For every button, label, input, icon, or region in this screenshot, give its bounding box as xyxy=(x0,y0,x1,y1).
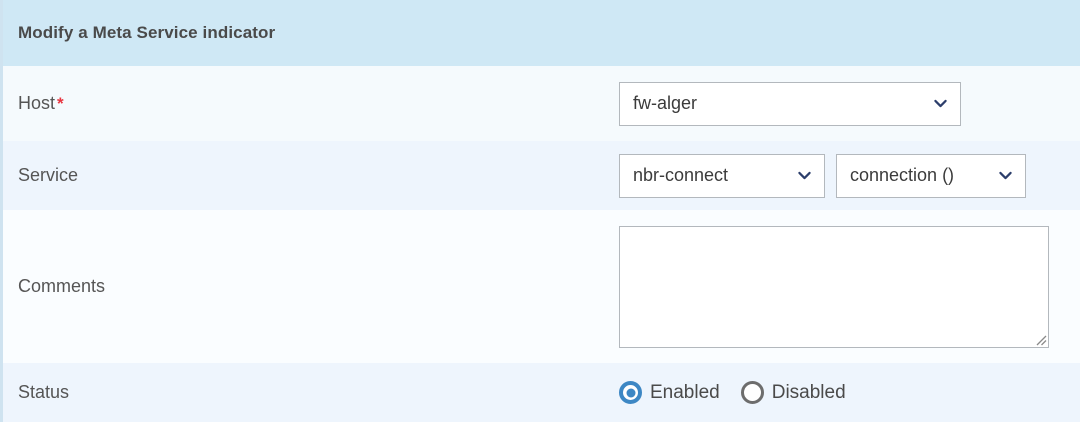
required-asterisk: * xyxy=(57,94,64,113)
status-option-disabled[interactable]: Disabled xyxy=(740,381,846,404)
status-label: Status xyxy=(18,382,70,402)
resize-grip-icon[interactable] xyxy=(1033,332,1047,346)
service-select-value: nbr-connect xyxy=(633,165,729,185)
host-select[interactable]: fw-alger xyxy=(619,81,961,126)
host-field: fw-alger xyxy=(619,81,1080,126)
form-row-service: Service nbr-connect connection () xyxy=(3,141,1080,210)
host-select-value: fw-alger xyxy=(633,93,698,113)
status-option-enabled[interactable]: Enabled xyxy=(619,381,720,404)
chevron-down-icon xyxy=(999,171,1012,180)
host-label: Host* xyxy=(18,93,619,114)
chevron-down-icon xyxy=(798,171,811,180)
status-option-enabled-label: Enabled xyxy=(650,381,720,403)
comments-textarea-value xyxy=(620,227,1048,239)
status-option-disabled-label: Disabled xyxy=(771,381,846,403)
service-label: Service xyxy=(18,165,79,185)
panel-header: Modify a Meta Service indicator xyxy=(3,0,1080,66)
status-field: Enabled Disabled xyxy=(619,381,1080,404)
radio-selected-icon[interactable] xyxy=(619,381,642,404)
comments-field xyxy=(619,225,1080,348)
status-radio-group: Enabled Disabled xyxy=(619,381,846,404)
page-title: Modify a Meta Service indicator xyxy=(18,23,276,42)
form-row-status: Status Enabled Disabled xyxy=(3,363,1080,422)
comments-label: Comments xyxy=(18,276,106,296)
metric-select[interactable]: connection () xyxy=(836,153,1026,198)
form-row-comments: Comments xyxy=(3,210,1080,363)
chevron-down-icon xyxy=(934,99,947,108)
service-select[interactable]: nbr-connect xyxy=(619,153,825,198)
service-field: nbr-connect connection () xyxy=(619,153,1080,198)
host-label-text: Host xyxy=(18,93,56,113)
metric-select-value: connection () xyxy=(850,165,955,185)
form-row-host: Host* fw-alger xyxy=(3,66,1080,141)
radio-unselected-icon[interactable] xyxy=(740,381,764,404)
comments-textarea[interactable] xyxy=(619,225,1049,348)
